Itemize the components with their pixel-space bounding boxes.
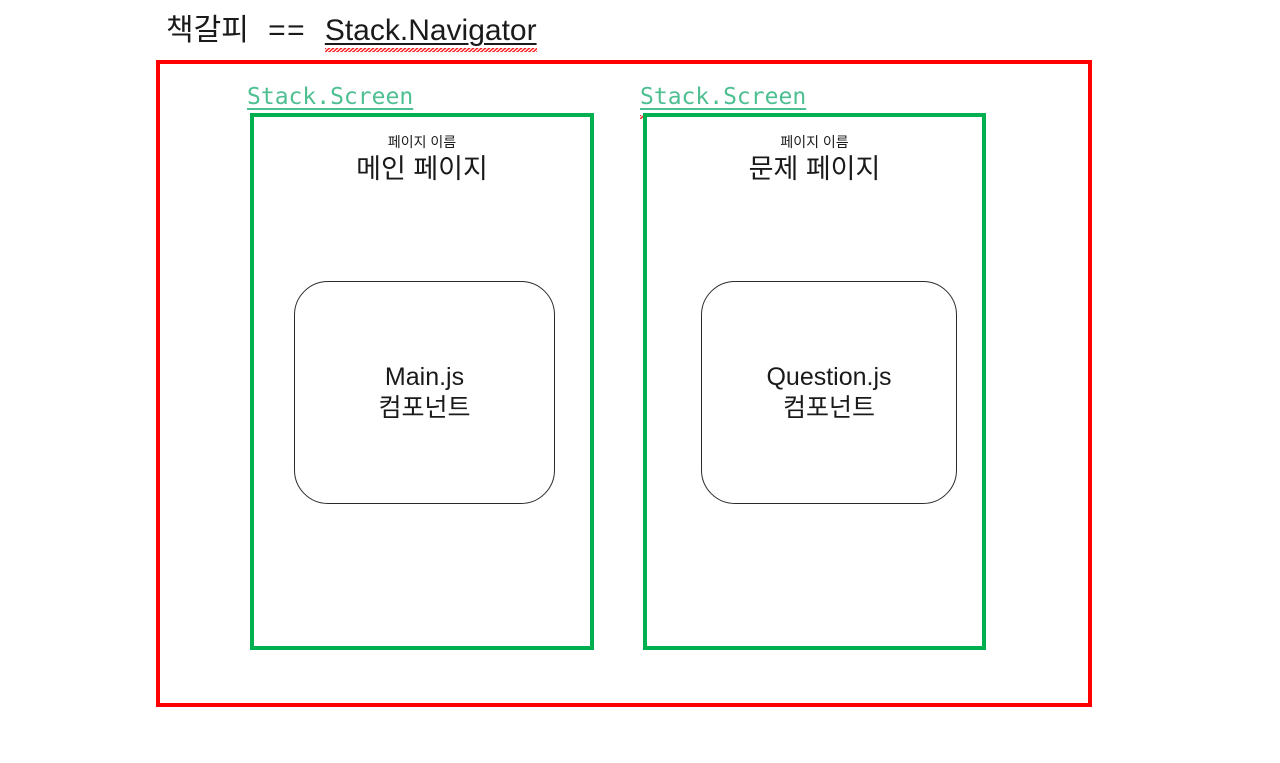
title-prefix-text: 책갈피	[166, 14, 249, 47]
page-name-value-question: 문제 페이지	[748, 154, 881, 184]
component-kind-main: 컴포넌트	[378, 393, 471, 422]
title-operator-text: ==	[248, 16, 325, 50]
page-name-label-question: 페이지 이름	[780, 134, 849, 150]
stack-screen-box-main: 페이지 이름 메인 페이지 Main.js 컴포넌트	[250, 113, 594, 650]
diagram-title: 책갈피 == Stack.Navigator	[166, 14, 537, 50]
page-name-caption-question: 페이지 이름 문제 페이지	[647, 133, 982, 186]
stack-screen-label-main: Stack.Screen	[247, 84, 414, 110]
page-name-label-main: 페이지 이름	[387, 134, 457, 150]
component-kind-question: 컴포넌트	[782, 393, 875, 422]
component-file-main: Main.js	[384, 362, 465, 391]
page-name-value-main: 메인 페이지	[356, 154, 488, 184]
component-file-question: Question.js	[766, 362, 892, 391]
title-target-text: Stack.Navigator	[324, 14, 537, 47]
stack-screen-box-question: 페이지 이름 문제 페이지 Question.js 컴포넌트	[643, 113, 986, 650]
component-box-question: Question.js 컴포넌트	[701, 281, 957, 504]
component-box-main: Main.js 컴포넌트	[294, 281, 555, 504]
page-name-caption-main: 페이지 이름 메인 페이지	[254, 133, 590, 186]
stack-screen-label-question: Stack.Screen	[640, 84, 807, 119]
